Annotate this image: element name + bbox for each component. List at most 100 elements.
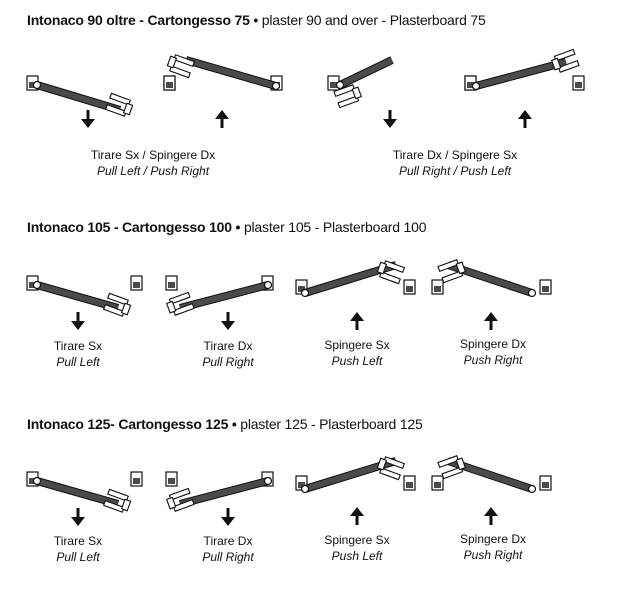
label-main: Tirare Dx — [203, 534, 253, 548]
section-3-heading-light: plaster 125 - Plasterboard 125 — [240, 416, 423, 432]
hinge — [335, 80, 345, 90]
label-sub: Pull Right / Push Left — [398, 164, 512, 178]
label-s2-push-right: Spingere Dx Push Right — [460, 336, 526, 368]
label-s3-pull-left: Tirare Sx Pull Left — [54, 533, 102, 565]
arrow-up-head-icon — [484, 312, 498, 321]
frame-jamb-core — [168, 282, 175, 288]
handle-lever — [173, 54, 196, 68]
hinge — [527, 288, 537, 298]
label-s2-pull-left: Tirare Sx Pull Left — [54, 338, 102, 370]
label-sub: Pull Right — [202, 355, 254, 369]
hinge — [300, 484, 310, 494]
handle-rose — [122, 102, 134, 116]
label-s3-pull-right: Tirare Dx Pull Right — [202, 533, 253, 565]
section-1-separator: • — [249, 12, 262, 28]
label-sub: Push Left — [331, 354, 383, 368]
frame-jamb-core — [406, 482, 413, 488]
label-s2-pull-right: Tirare Dx Pull Right — [202, 338, 253, 370]
arrow-up-head-icon — [350, 507, 364, 516]
section-1-heading: Intonaco 90 oltre - Cartongesso 75 • pla… — [27, 12, 486, 28]
label-sub: Push Left — [331, 549, 383, 563]
door-handle — [166, 54, 196, 79]
arrow-up-head-icon — [350, 312, 364, 321]
frame-jamb-core — [467, 82, 474, 88]
door-handle — [104, 92, 134, 117]
frame-jamb-core — [575, 82, 582, 88]
hinge — [471, 81, 481, 91]
handle-rose — [376, 457, 388, 471]
hinge — [263, 280, 273, 290]
arrow-down-head-icon — [221, 321, 235, 330]
handle-lever — [437, 455, 460, 468]
section-3-heading: Intonaco 125- Cartongesso 125 • plaster … — [27, 416, 423, 432]
arrow-down-head-icon — [81, 119, 95, 128]
handle-rose — [120, 302, 132, 316]
frame-jamb-core — [298, 482, 305, 488]
handle-lever — [169, 65, 191, 79]
handle-rose — [550, 57, 562, 71]
handle-lever — [437, 259, 460, 272]
label-main: Spingere Sx — [324, 338, 390, 352]
label-s3-push-left: Spingere Sx Push Left — [324, 532, 389, 564]
handle-rose — [166, 55, 178, 69]
handle-lever — [107, 292, 129, 306]
hinge — [300, 288, 310, 298]
handle-lever — [333, 84, 356, 97]
label-sub: Pull Right — [202, 550, 254, 564]
handle-lever — [557, 60, 580, 73]
handle-lever — [379, 271, 401, 285]
frame-jamb-core — [406, 286, 413, 292]
door-handle — [376, 456, 406, 481]
label-s2-push-left: Spingere Sx Push Left — [324, 337, 389, 369]
label-sub: Pull Left — [56, 550, 100, 564]
label-main: Tirare Sx / Spingere Dx — [90, 148, 216, 162]
frame-jamb-core — [133, 282, 140, 288]
frame-jamb-core — [166, 82, 173, 88]
door-panel — [36, 478, 119, 507]
door-handle — [333, 84, 363, 109]
door-panel — [36, 282, 119, 311]
door-handle — [437, 259, 467, 284]
frame-jamb-core — [168, 478, 175, 484]
section-2-heading: Intonaco 105 - Cartongesso 100 • plaster… — [27, 219, 426, 235]
handle-rose — [165, 300, 177, 314]
arrow-down-head-icon — [221, 517, 235, 526]
label-main: Spingere Dx — [459, 337, 527, 351]
frame-jamb-core — [434, 482, 441, 488]
label-main: Tirare Sx — [53, 339, 103, 353]
label-sub: Pull Left / Push Right — [96, 164, 210, 178]
handle-rose — [376, 261, 388, 275]
door-panel — [179, 478, 269, 507]
section-2-heading-light: plaster 105 - Plasterboard 100 — [243, 219, 427, 235]
door-panel — [185, 57, 277, 89]
handle-rose — [351, 86, 363, 100]
handle-lever — [172, 303, 195, 316]
door-panel — [475, 59, 567, 89]
arrow-down-head-icon — [71, 321, 85, 330]
arrow-up-head-icon — [484, 507, 498, 516]
label-main: Tirare Dx / Spingere Sx — [392, 148, 518, 162]
label-main: Tirare Dx — [203, 339, 253, 353]
label-sub: Pull Left — [56, 355, 100, 369]
arrow-down-head-icon — [71, 517, 85, 526]
frame-jamb-core — [434, 286, 441, 292]
section-1-heading-light: plaster 90 and over - Plasterboard 75 — [261, 12, 486, 28]
frame-jamb-core — [133, 478, 140, 484]
label-s1-pull-left-push-right: Tirare Sx / Spingere Dx Pull Left / Push… — [91, 147, 215, 179]
arrow-down-head-icon — [383, 119, 397, 128]
section-3-heading-bold: Intonaco 125- Cartongesso 125 — [27, 416, 229, 432]
door-handle — [102, 488, 132, 513]
hinge — [32, 80, 42, 90]
door-handle — [102, 292, 132, 317]
label-sub: Push Right — [463, 353, 523, 367]
label-main: Spingere Sx — [324, 533, 390, 547]
section-3-separator: • — [228, 416, 241, 432]
hinge — [271, 81, 281, 91]
door-panel — [179, 282, 269, 311]
label-sub: Push Right — [463, 548, 523, 562]
handle-lever — [109, 92, 131, 106]
frame-jamb-core — [542, 286, 549, 292]
label-main: Spingere Dx — [459, 532, 527, 546]
door-handle — [376, 260, 406, 285]
door-panel — [338, 57, 394, 88]
